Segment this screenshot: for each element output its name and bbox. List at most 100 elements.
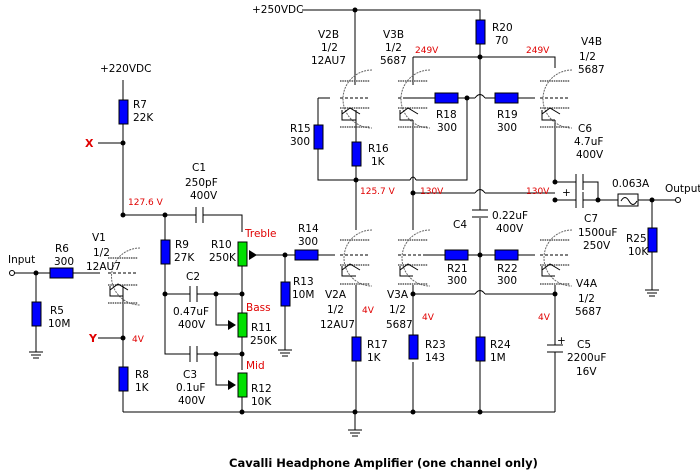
- component-label-text: R11: [251, 322, 272, 334]
- input-label: Input: [8, 254, 35, 266]
- voltage-v4a-cathode: 4V: [538, 313, 551, 323]
- resistor-r18: [434, 92, 459, 104]
- component-label-text: 300: [298, 236, 318, 248]
- c7-plus-sign: +: [562, 187, 571, 199]
- potentiometer-r11[interactable]: [228, 312, 248, 338]
- component-label-text: 10K: [251, 396, 272, 408]
- resistor-r22: [494, 249, 519, 261]
- component-label-text: C5: [577, 339, 591, 351]
- resistor-r24: [475, 336, 486, 362]
- output-terminal[interactable]: [675, 197, 681, 203]
- component-label-text: 0.22uF: [492, 210, 528, 222]
- component-label-text: 400V: [178, 319, 206, 331]
- capacitor-c5: [547, 344, 563, 353]
- svg-text:1/2: 1/2: [93, 247, 110, 259]
- voltage-v2a-cathode: 4V: [362, 306, 375, 316]
- potentiometer-r12[interactable]: [228, 372, 248, 398]
- junctions: [33, 7, 655, 415]
- voltage-v4b-plate: 249V: [526, 46, 550, 56]
- resistor-r15: [313, 124, 324, 150]
- tube-v4a: [540, 229, 573, 287]
- junction: [477, 409, 483, 415]
- capacitor-c6: [575, 174, 584, 190]
- component-label-text: 2200uF: [567, 352, 606, 364]
- component-label-text: R24: [490, 339, 511, 351]
- junction: [352, 409, 358, 415]
- junction: [120, 212, 126, 218]
- resistor-r7: [118, 99, 129, 125]
- component-label-text: 143: [425, 352, 445, 364]
- junction: [595, 197, 601, 203]
- tube-v4b: [540, 69, 573, 129]
- component-label-text: R15: [290, 123, 311, 135]
- component-label-text: 300: [54, 256, 74, 268]
- svg-text:5687: 5687: [578, 64, 605, 76]
- ground-icon: [278, 349, 292, 357]
- svg-text:5687: 5687: [386, 319, 413, 331]
- component-label-text: 250V: [583, 240, 611, 252]
- junction: [213, 351, 219, 357]
- ground-icon: [645, 289, 659, 297]
- component-label-text: 10K: [628, 246, 649, 258]
- svg-text:12AU7: 12AU7: [320, 319, 355, 331]
- component-label-text: C6: [578, 123, 592, 135]
- tube-label-v1: V1 1/2 12AU7: [86, 232, 121, 273]
- tube-v2a: [340, 229, 373, 287]
- component-label-text: C3: [183, 369, 197, 381]
- svg-text:V2B: V2B: [318, 29, 339, 41]
- component-label-text: R13: [293, 276, 314, 288]
- tube-label-v2b: V2B 1/2 12AU7: [311, 29, 346, 67]
- resistor-r23: [408, 334, 419, 360]
- component-label-text: 27K: [174, 252, 195, 264]
- tube-label-v4b: V4B 1/2 5687: [578, 36, 605, 76]
- junction: [239, 291, 245, 297]
- svg-text:1/2: 1/2: [579, 51, 596, 63]
- voltage-v3b-plate: 249V: [415, 46, 439, 56]
- capacitor-c3: [189, 346, 198, 362]
- junction: [213, 291, 219, 297]
- resistor-r25: [647, 227, 658, 253]
- junction: [353, 177, 359, 183]
- component-label-text: 400V: [576, 149, 604, 161]
- svg-text:5687: 5687: [575, 306, 602, 318]
- resistor-r9: [160, 239, 171, 265]
- component-label-text: C2: [186, 271, 200, 283]
- component-label-text: R5: [50, 305, 64, 317]
- component-label-text: 0.47uF: [173, 306, 209, 318]
- bass-label: Bass: [246, 302, 271, 314]
- tube-v3a: [398, 229, 431, 287]
- resistor-r8: [118, 366, 129, 392]
- resistor-r21: [444, 249, 469, 261]
- resistor-r6: [49, 267, 74, 279]
- component-label-text: 10M: [48, 318, 70, 330]
- tube-v2b: [340, 69, 373, 129]
- voltage-v3a-plate: 130V: [420, 187, 444, 197]
- voltage-v3a-cathode: 4V: [422, 313, 435, 323]
- fuse-icon: [617, 193, 639, 207]
- component-label-text: 250K: [250, 335, 278, 347]
- node-y-label: Y: [88, 332, 98, 345]
- junction: [410, 190, 416, 196]
- voltage-v1-cathode: 4V: [132, 335, 145, 345]
- component-label-text: 1M: [490, 352, 506, 364]
- component-label-text: R12: [251, 383, 272, 395]
- potentiometer-r10[interactable]: [237, 241, 257, 267]
- supply-250-label: +250VDC: [252, 4, 303, 16]
- svg-text:12AU7: 12AU7: [311, 55, 346, 67]
- tube-v3b: [398, 69, 431, 129]
- capacitor-c4: [472, 209, 488, 218]
- voltage-v2-junction: 125.7 V: [360, 187, 396, 197]
- input-terminal[interactable]: [9, 270, 15, 276]
- output-label: Output: [665, 183, 700, 195]
- resistor-r16: [351, 141, 362, 167]
